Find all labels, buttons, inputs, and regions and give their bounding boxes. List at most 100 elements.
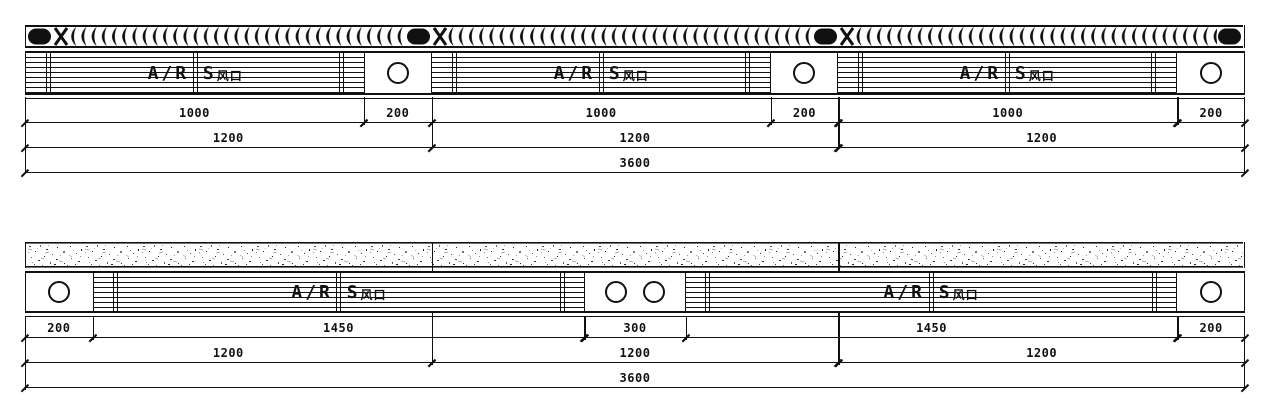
grille-joint — [705, 273, 711, 311]
vent-label: A/R S 风口 — [959, 62, 1055, 84]
dim-label: 1000 — [992, 106, 1024, 120]
dim-label: 1450 — [916, 321, 947, 335]
circle-outlet — [793, 62, 816, 84]
circle-outlet — [387, 62, 410, 84]
grille-joint — [858, 53, 864, 93]
dim-segment: 1450 — [685, 318, 1178, 338]
stipple-band-pattern — [26, 242, 1243, 268]
dim-label: 1200 — [1026, 131, 1058, 145]
linear-grille: A/R S 风口 — [93, 273, 585, 311]
dim-segment: 200 — [1177, 103, 1245, 123]
grille-joint — [745, 53, 751, 93]
linear-grille: A/R S 风口 — [26, 53, 365, 93]
grille-joint — [928, 273, 934, 311]
extension-line — [838, 316, 840, 365]
end-cap-box — [1176, 273, 1244, 311]
dim-segment: 1200 — [838, 343, 1245, 363]
dimension-row: 1200 1200 1200 — [25, 343, 1245, 365]
dimension-row: 1000 200 1000 200 1000 200 — [25, 103, 1245, 125]
dim-segment: 200 — [770, 103, 839, 123]
circle-outlet — [604, 281, 627, 303]
dim-label: 1200 — [212, 346, 244, 360]
grille-joint — [46, 53, 52, 93]
joint-capsule — [407, 28, 430, 45]
dim-label: 300 — [623, 321, 647, 335]
dim-label: 1000 — [585, 106, 617, 120]
joint-capsule — [28, 28, 51, 45]
grille-joint — [1151, 273, 1157, 311]
end-cap-box — [770, 53, 838, 93]
dim-segment: 1000 — [25, 103, 364, 123]
grille-joint — [113, 273, 119, 311]
grille-joint — [452, 53, 458, 93]
grille-joint — [192, 53, 198, 93]
bottom-elevation-drawing: A/R S 风口 A/R S 风口 — [25, 242, 1245, 392]
dim-label: 1200 — [1026, 346, 1058, 360]
joint-x-mark — [53, 27, 69, 46]
grille-joint — [1004, 53, 1010, 93]
circle-outlet — [642, 281, 665, 303]
joint-capsule — [814, 28, 837, 45]
dimension-row: 3600 — [25, 153, 1245, 175]
circle-outlet — [48, 281, 71, 303]
linear-grille: A/R S 风口 — [838, 53, 1177, 93]
hatch-band-pattern — [26, 25, 1243, 48]
dimension-row: 1200 1200 1200 — [25, 128, 1245, 150]
dim-segment: 200 — [1177, 318, 1245, 338]
dim-label: 200 — [47, 321, 71, 335]
top-elevation-drawing: A/R S 风口 A/R S 风口 — [25, 25, 1245, 197]
stipple-band — [25, 242, 1245, 268]
grille-band: A/R S 风口 A/R S 风口 — [25, 271, 1245, 313]
dim-segment: 200 — [363, 103, 432, 123]
dim-segment: 1000 — [838, 103, 1178, 123]
dim-label: 1450 — [323, 321, 354, 335]
end-cap-box — [26, 273, 94, 311]
joint-capsule — [1218, 28, 1241, 45]
vent-label: A/R S 风口 — [883, 281, 979, 303]
dim-segment: 1200 — [25, 343, 432, 363]
grille-joint — [1151, 53, 1157, 93]
grille-underline — [25, 98, 1245, 99]
dim-label: 200 — [792, 106, 817, 120]
dim-label: 1200 — [619, 346, 651, 360]
dim-label: 200 — [1199, 321, 1223, 335]
hatch-band — [25, 25, 1245, 48]
mid-cap-box — [584, 273, 686, 311]
vent-label: A/R S 风口 — [147, 62, 243, 84]
dim-segment: 200 — [25, 318, 93, 338]
end-cap-box — [364, 53, 432, 93]
linear-grille: A/R S 风口 — [432, 53, 771, 93]
dim-segment: 1450 — [92, 318, 585, 338]
dim-label: 3600 — [619, 371, 651, 385]
grille-joint — [339, 53, 345, 93]
linear-grille: A/R S 风口 — [685, 273, 1177, 311]
grille-underline — [25, 316, 1245, 317]
dim-segment: 1200 — [25, 128, 432, 148]
dim-segment: 1200 — [838, 128, 1245, 148]
dim-label: 200 — [386, 106, 410, 120]
circle-outlet — [1199, 62, 1222, 84]
grille-band: A/R S 风口 A/R S 风口 — [25, 51, 1245, 95]
vent-label: A/R S 风口 — [291, 281, 387, 303]
extension-line — [431, 316, 434, 365]
end-cap-box — [1176, 53, 1244, 93]
dim-label: 3600 — [619, 156, 651, 170]
joint-x-mark — [839, 27, 855, 46]
dim-segment: 300 — [584, 318, 686, 338]
dim-label: 1000 — [178, 106, 210, 120]
dim-label: 200 — [1199, 106, 1223, 120]
grille-joint — [598, 53, 604, 93]
dim-segment: 1000 — [431, 103, 771, 123]
dim-segment: 1200 — [431, 128, 839, 148]
dim-label: 1200 — [212, 131, 244, 145]
dim-label: 1200 — [619, 131, 651, 145]
grille-joint — [336, 273, 342, 311]
grille-joint — [559, 273, 565, 311]
dim-segment-total: 3600 — [25, 368, 1245, 388]
dimension-row: 200 1450 300 1450 200 — [25, 318, 1245, 340]
dim-segment: 1200 — [431, 343, 839, 363]
dimension-row: 3600 — [25, 368, 1245, 390]
circle-outlet — [1199, 281, 1222, 303]
joint-x-mark — [432, 27, 448, 46]
